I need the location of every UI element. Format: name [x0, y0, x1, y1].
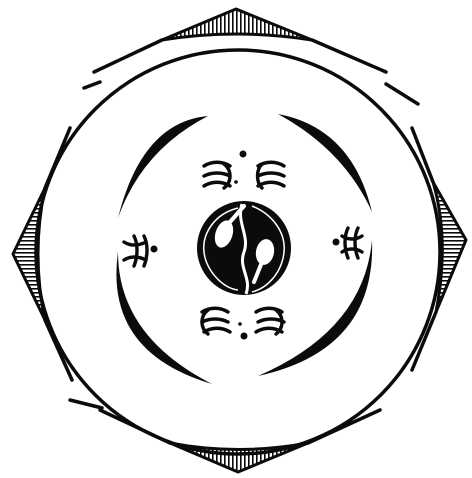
stamen-bottom-right [256, 308, 284, 334]
stamen-left [124, 236, 147, 266]
perianth-segment-top-right [278, 114, 372, 212]
dot-right [333, 239, 340, 246]
dot-upper-center [234, 180, 238, 184]
stamen-top-right [258, 162, 285, 188]
dot-lower-center [238, 322, 242, 326]
dot-bottom [241, 333, 248, 340]
dot-top [240, 151, 247, 158]
dot-left [151, 246, 158, 253]
outer-bract-right [433, 182, 466, 312]
perianth-segment-top-left [118, 116, 208, 218]
ovary [197, 201, 291, 295]
stamen-bottom-left [202, 308, 230, 334]
perianth-segment-bottom-left [116, 252, 212, 384]
stamen-top-left [204, 162, 230, 188]
stamen-right [342, 228, 362, 258]
outer-bract-top [162, 9, 312, 40]
